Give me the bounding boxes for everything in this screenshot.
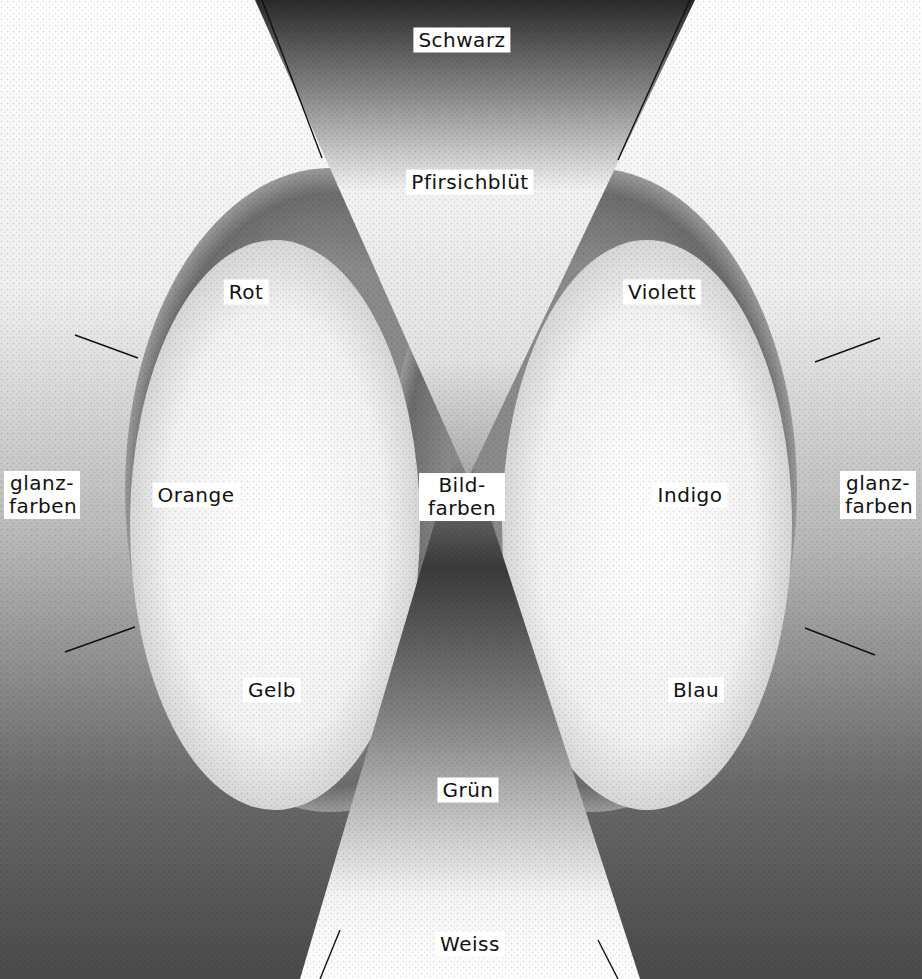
color-label: Orange <box>153 483 240 508</box>
color-label: Indigo <box>653 483 728 508</box>
color-label: Violett <box>623 280 701 305</box>
color-label: Gelb <box>243 678 301 703</box>
color-label: Schwarz <box>413 28 510 53</box>
color-label: glanz- farben <box>840 471 916 519</box>
color-label: Grün <box>437 778 498 803</box>
color-label: Pfirsichblüt <box>406 170 533 195</box>
color-label: Weiss <box>435 932 505 957</box>
color-label: Bild- farben <box>419 473 505 521</box>
boundary-lines <box>65 0 880 979</box>
color-label: glanz- farben <box>4 471 80 519</box>
color-label: Rot <box>224 280 269 305</box>
color-label: Blau <box>668 678 724 703</box>
